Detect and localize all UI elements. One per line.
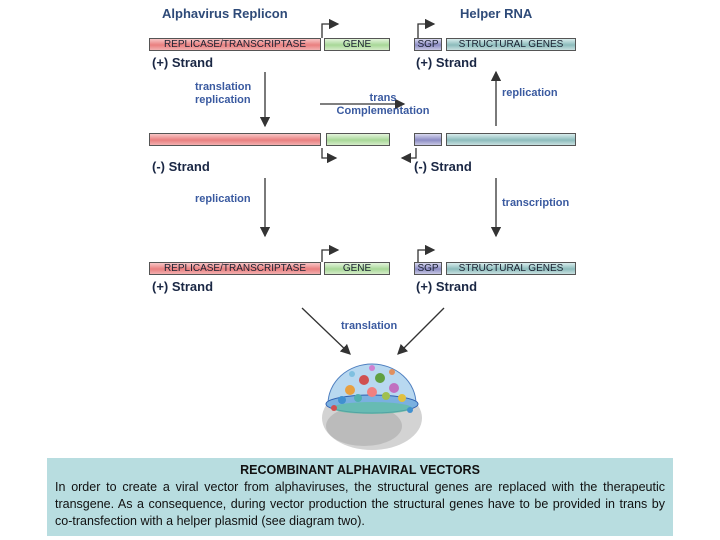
caption-box: RECOMBINANT ALPHAVIRAL VECTORS In order … [47,458,673,536]
structural-genes-segment-row2 [446,133,576,146]
note-trans-text: trans [369,92,397,104]
note-replication-text: replication [195,94,251,106]
note-translation-bottom: translation [341,320,398,332]
gene-segment-row2 [326,133,390,146]
arrow-translation-left [301,307,351,355]
helper-rna-title: Helper RNA [460,6,533,21]
arrow-translation-right [397,307,445,355]
note-translation-text: translation [195,81,252,93]
note-translation-row1: translation replication [195,81,251,107]
gene-segment-row1: GENE [324,38,390,51]
note-trans-complementation: trans Complementation [335,92,431,118]
note-complementation-text: Complementation [336,105,430,117]
structural-genes-segment-row3: STRUCTURAL GENES [446,262,576,275]
replicase-segment-row1: REPLICASE/TRANSCRIPTASE [149,38,321,51]
sgp-segment-row3: SGP [414,262,442,275]
sgp-segment-row1: SGP [414,38,442,51]
replicase-segment-row3: REPLICASE/TRANSCRIPTASE [149,262,321,275]
plus-strand-label-left-row3: (+) Strand [152,279,214,294]
structural-genes-segment-row1: STRUCTURAL GENES [446,38,576,51]
replicon-title: Alphavirus Replicon [162,6,288,21]
plus-strand-label-right-row1: (+) Strand [416,55,478,70]
replicase-segment-row2 [149,133,321,146]
note-replication-left: replication [195,193,251,205]
plus-strand-label-left-row1: (+) Strand [152,55,214,70]
minus-strand-label-left: (-) Strand [152,159,210,174]
gene-segment-row3: GENE [324,262,390,275]
promoter-arrow-row3-right [417,244,436,262]
note-transcription: transcription [502,197,570,209]
caption-body: In order to create a viral vector from a… [55,480,665,528]
promoter-arrow-minus-left [321,148,338,164]
promoter-arrow-replicon [321,18,340,38]
plus-strand-label-right-row3: (+) Strand [416,279,478,294]
virion-image [322,363,422,450]
sgp-segment-row2 [414,133,442,146]
promoter-arrow-helper [417,18,436,38]
promoter-arrow-minus-right [400,148,417,164]
note-replication-right: replication [502,87,558,99]
caption-title: RECOMBINANT ALPHAVIRAL VECTORS [240,463,480,477]
promoter-arrow-row3-left [321,244,340,262]
minus-strand-label-right: (-) Strand [414,159,472,174]
